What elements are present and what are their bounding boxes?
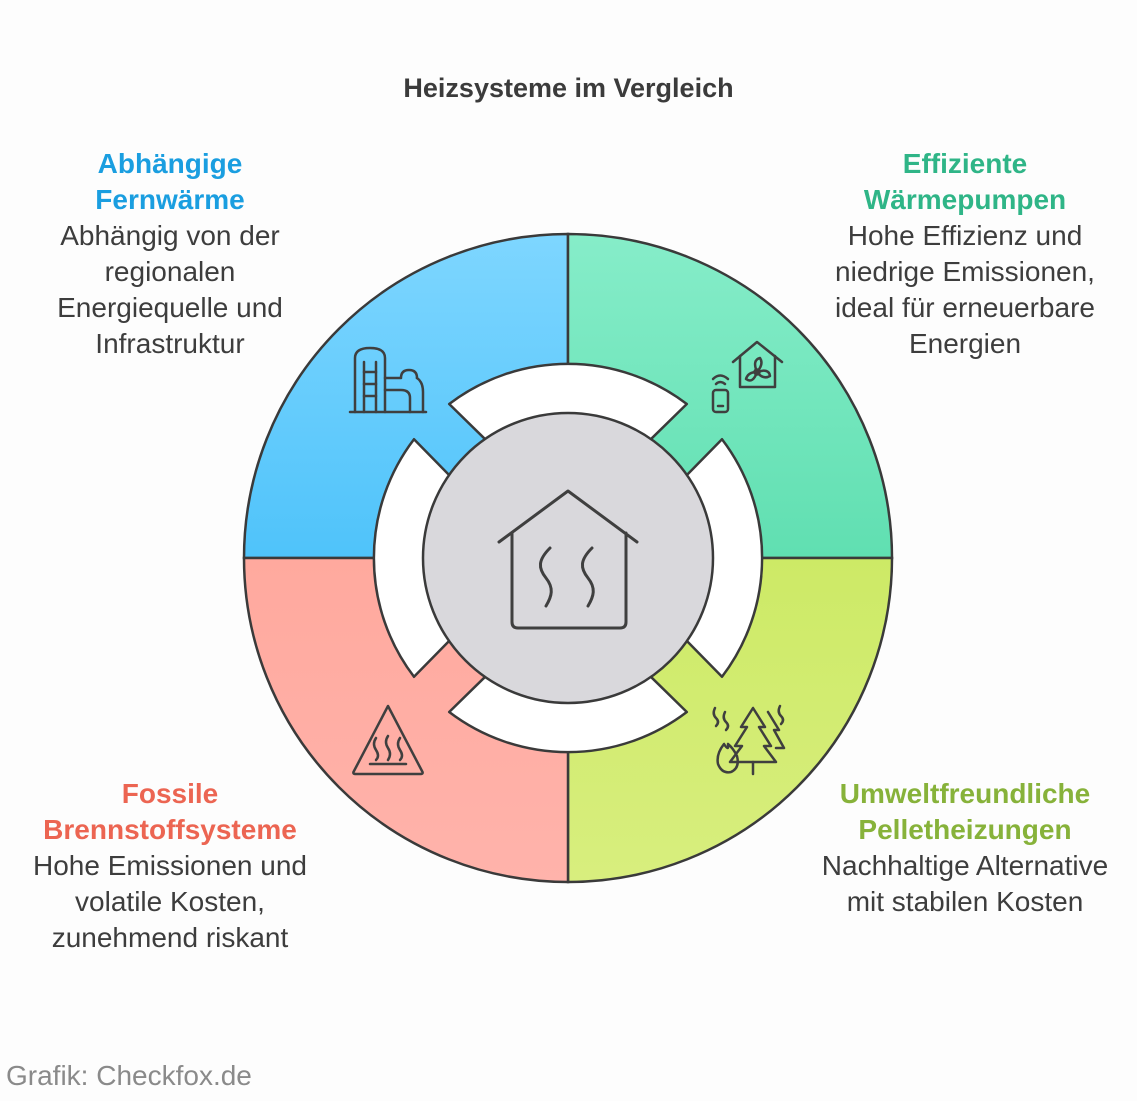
segment-description: Hohe Effizienz und niedrige Emissionen, … (835, 220, 1095, 359)
segment-description: Nachhaltige Alternative mit stabilen Kos… (821, 850, 1109, 917)
center-circle (421, 411, 715, 705)
segment-heading: Fossile Brennstoffsysteme (43, 778, 297, 845)
warning-heat-icon (352, 704, 424, 776)
house-heating-icon (497, 489, 639, 630)
forest-fire-icon (712, 704, 786, 776)
segment-description: Abhängig von der regionalen Energiequell… (57, 220, 283, 359)
segment-text-heat-pumps: Effiziente Wärmepumpen Hohe Effizienz un… (820, 146, 1110, 362)
segment-heading: Abhängige Fernwärme (95, 148, 245, 215)
district-heating-icon (348, 346, 428, 414)
diagram-title: Heizsysteme im Vergleich (403, 73, 734, 103)
segment-text-fossil-fuels: Fossile Brennstoffsysteme Hohe Emissione… (30, 776, 310, 956)
heat-pump-icon (711, 340, 784, 414)
segment-text-pellet-heating: Umweltfreundliche Pelletheizungen Nachha… (800, 776, 1130, 920)
segment-text-district-heating: Abhängige Fernwärme Abhängig von der reg… (30, 146, 310, 362)
segment-heading: Effiziente Wärmepumpen (863, 148, 1067, 215)
segment-heading: Umweltfreundliche Pelletheizungen (839, 778, 1091, 845)
segment-description: Hohe Emissionen und volatile Kosten, zun… (33, 850, 307, 953)
source-credit: Grafik: Checkfox.de (6, 1060, 252, 1091)
